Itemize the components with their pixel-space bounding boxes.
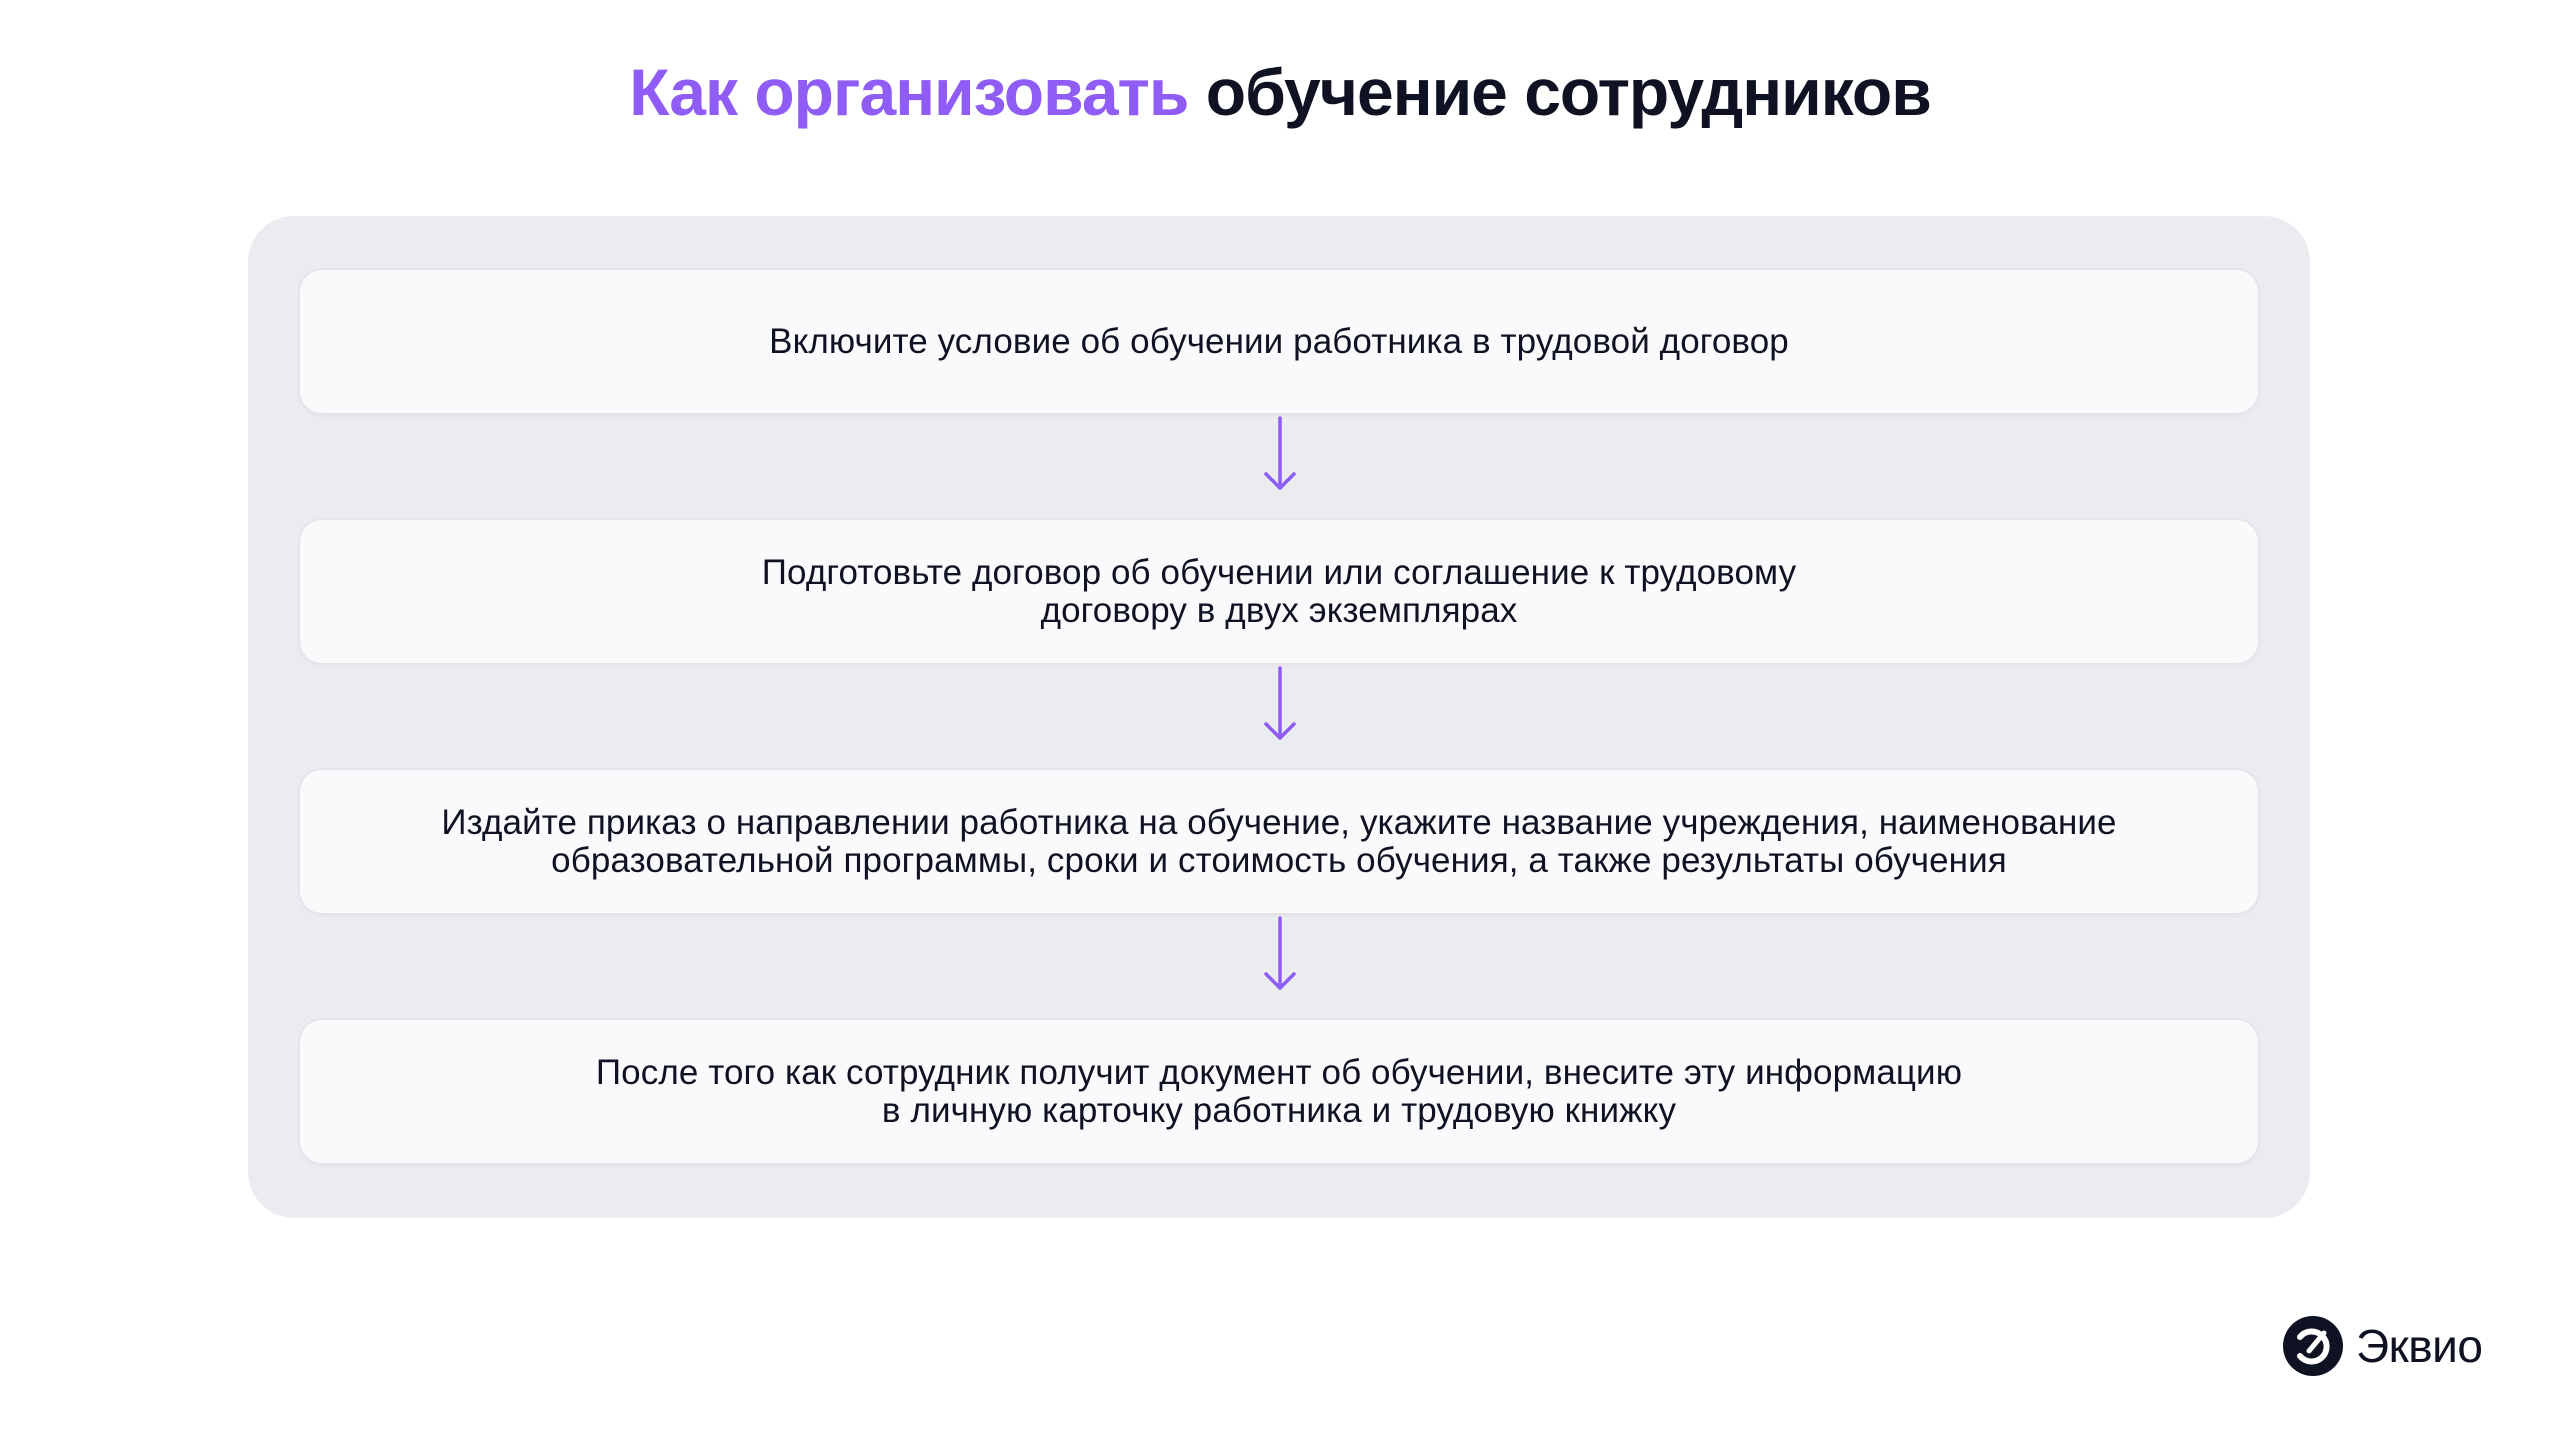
step-text: После того как сотрудник получит докумен…	[595, 1052, 1963, 1130]
step-card-2: Подготовьте договор об обучении или согл…	[300, 520, 2258, 663]
step-card-3: Издайте приказ о направлении работника н…	[300, 770, 2258, 913]
arrow-down-icon	[1264, 416, 1296, 490]
step-line: Включите условие об обучении работника в…	[769, 321, 1789, 361]
step-text: Включите условие об обучении работника в…	[769, 321, 1789, 361]
step-line: Подготовьте договор об обучении или согл…	[761, 552, 1797, 592]
step-line: образовательной программы, сроки и стоим…	[551, 840, 2007, 880]
step-text: Подготовьте договор об обучении или согл…	[761, 552, 1797, 630]
page-title: Как организовать обучение сотрудников	[0, 52, 2560, 132]
step-line: договору в двух экземплярах	[1040, 590, 1518, 630]
step-line: После того как сотрудник получит докумен…	[595, 1052, 1963, 1092]
step-line: Издайте приказ о направлении работника н…	[441, 802, 2117, 842]
steps-panel: Включите условие об обучении работника в…	[248, 216, 2310, 1218]
ekvio-logo: Эквио	[2282, 1314, 2483, 1378]
step-line: в личную карточку работника и трудовую к…	[881, 1090, 1677, 1130]
step-card-1: Включите условие об обучении работника в…	[300, 270, 2258, 413]
title-accent: Как организовать	[629, 55, 1189, 129]
ekvio-logo-icon	[2283, 1316, 2343, 1376]
arrow-down-icon	[1264, 916, 1296, 990]
step-text: Издайте приказ о направлении работника н…	[441, 802, 2117, 880]
title-rest: обучение сотрудников	[1205, 55, 1932, 129]
arrow-down-icon	[1264, 666, 1296, 740]
logo-wordmark: Эквио	[2356, 1320, 2483, 1372]
step-card-4: После того как сотрудник получит докумен…	[300, 1020, 2258, 1163]
